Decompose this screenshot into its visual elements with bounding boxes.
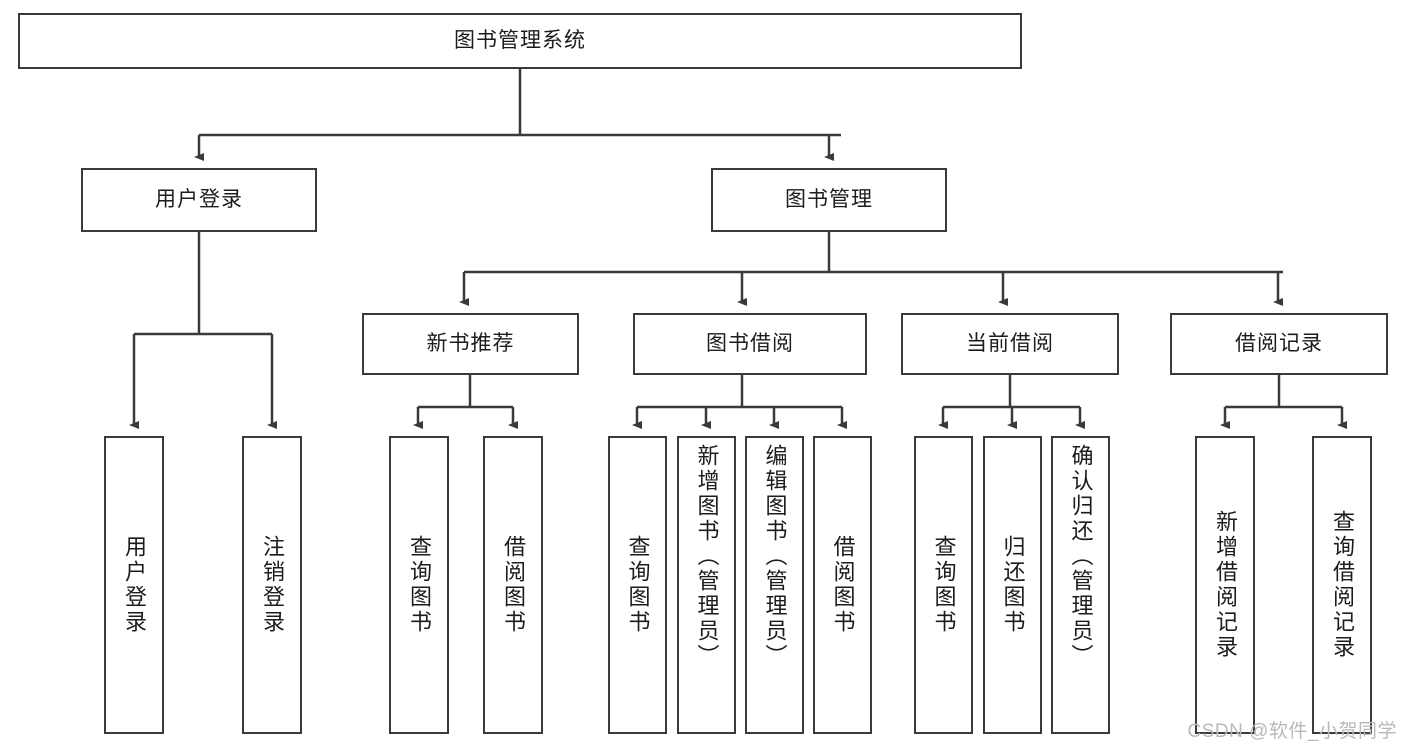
node-new-book-rec[interactable]: 新书推荐: [362, 313, 579, 375]
node-leaf-query-book-current-label: 查询图书: [931, 535, 957, 635]
node-leaf-add-book-admin-label: 新增图书（管理员）: [694, 444, 720, 669]
node-root[interactable]: 图书管理系统: [18, 13, 1022, 69]
watermark-text: CSDN @软件_小贺同学: [1187, 721, 1397, 742]
node-leaf-query-book-current[interactable]: 查询图书: [914, 436, 973, 734]
node-leaf-borrow-book[interactable]: 借阅图书: [813, 436, 872, 734]
node-book-manage-label: 图书管理: [785, 187, 873, 211]
node-borrow-record[interactable]: 借阅记录: [1170, 313, 1388, 375]
node-user-login[interactable]: 用户登录: [81, 168, 317, 232]
node-leaf-query-book-borrow-label: 查询图书: [625, 535, 651, 635]
node-leaf-user-login-label: 用户登录: [122, 535, 147, 635]
node-borrow-record-label: 借阅记录: [1235, 331, 1323, 355]
node-leaf-confirm-return-admin-label: 确认归还（管理员）: [1068, 444, 1094, 669]
node-leaf-confirm-return-admin[interactable]: 确认归还（管理员）: [1051, 436, 1110, 734]
node-leaf-edit-book-admin-label: 编辑图书（管理员）: [762, 444, 788, 669]
node-current-borrow[interactable]: 当前借阅: [901, 313, 1119, 375]
node-leaf-borrow-book-label: 借阅图书: [830, 535, 856, 635]
node-leaf-user-login[interactable]: 用户登录: [104, 436, 164, 734]
node-leaf-return-book[interactable]: 归还图书: [983, 436, 1042, 734]
node-leaf-query-book-borrow[interactable]: 查询图书: [608, 436, 667, 734]
node-leaf-edit-book-admin[interactable]: 编辑图书（管理员）: [745, 436, 804, 734]
node-leaf-query-book-rec-label: 查询图书: [407, 535, 432, 635]
node-root-label: 图书管理系统: [454, 28, 586, 52]
node-leaf-user-logout-label: 注销登录: [260, 535, 285, 635]
node-new-book-rec-label: 新书推荐: [426, 331, 515, 355]
node-leaf-return-book-label: 归还图书: [1000, 535, 1026, 635]
node-leaf-query-borrow-record[interactable]: 查询借阅记录: [1312, 436, 1372, 734]
node-leaf-query-book-rec[interactable]: 查询图书: [389, 436, 449, 734]
node-book-borrow-label: 图书借阅: [706, 331, 794, 355]
node-book-borrow[interactable]: 图书借阅: [633, 313, 867, 375]
node-book-manage[interactable]: 图书管理: [711, 168, 947, 232]
node-leaf-add-borrow-record-label: 新增借阅记录: [1213, 510, 1238, 660]
node-user-login-label: 用户登录: [155, 187, 243, 211]
node-leaf-borrow-book-rec[interactable]: 借阅图书: [483, 436, 543, 734]
node-leaf-query-borrow-record-label: 查询借阅记录: [1330, 510, 1355, 660]
node-leaf-add-book-admin[interactable]: 新增图书（管理员）: [677, 436, 736, 734]
node-leaf-add-borrow-record[interactable]: 新增借阅记录: [1195, 436, 1255, 734]
node-current-borrow-label: 当前借阅: [966, 331, 1054, 355]
node-leaf-borrow-book-rec-label: 借阅图书: [501, 535, 526, 635]
node-leaf-user-logout[interactable]: 注销登录: [242, 436, 302, 734]
